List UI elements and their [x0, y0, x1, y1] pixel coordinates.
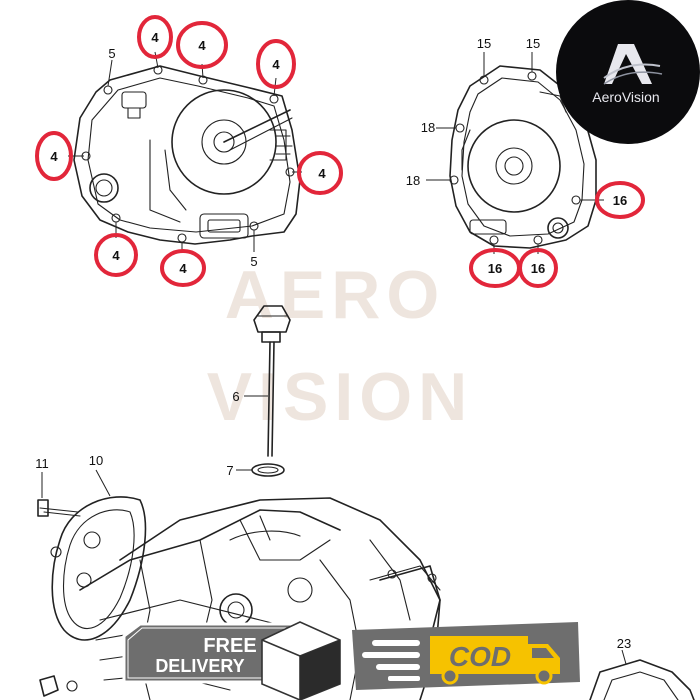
callout-label: 4 [179, 261, 187, 276]
part-number-10: 10 [89, 453, 103, 468]
free-delivery-badge: FREE DELIVERY [122, 621, 341, 700]
aerovision-logo-icon [603, 44, 663, 85]
callout-4-left: 4 [35, 131, 73, 181]
part-number-5-bottom: 5 [250, 254, 257, 269]
cod-badge: COD [352, 622, 580, 690]
callout-4-top-right: 4 [256, 39, 296, 89]
part-number-15-left: 15 [477, 36, 491, 51]
callout-label: 4 [198, 38, 206, 53]
callout-label: 4 [272, 57, 280, 72]
part-number-18-bottom: 18 [406, 173, 420, 188]
callout-16-bottom-left: 16 [469, 248, 521, 288]
watermark-line1: AERO [225, 257, 445, 333]
callout-label: 16 [613, 193, 627, 208]
callout-4-bottom-left: 4 [94, 233, 138, 277]
part-number-18-top: 18 [421, 120, 435, 135]
part-number-11: 11 [35, 456, 49, 471]
part-number-23: 23 [617, 636, 631, 651]
delivery-truck-icon [430, 636, 560, 685]
callout-4-top-left: 4 [137, 15, 173, 59]
callout-label: 4 [50, 149, 58, 164]
dipstick-drawing [236, 305, 291, 477]
cod-label: COD [449, 641, 511, 672]
watermark-line2: VISION [207, 359, 474, 435]
generator-cover-leaders [426, 52, 604, 254]
generator-cover-drawing [449, 65, 597, 249]
callout-label: 16 [531, 261, 545, 276]
callout-4-bottom-center: 4 [160, 249, 206, 287]
callout-label: 4 [151, 30, 159, 45]
logo-text: AeroVision [592, 89, 659, 105]
clutch-cover-drawing [73, 65, 301, 245]
part-number-7: 7 [226, 463, 233, 478]
part-number-15-right: 15 [526, 36, 540, 51]
speed-lines [362, 640, 420, 681]
watermark: AERO VISION [207, 257, 474, 435]
callout-16-bottom-right: 16 [518, 248, 558, 288]
package-box-icon [261, 621, 341, 700]
logo-background [556, 0, 700, 144]
callout-label: 16 [488, 261, 502, 276]
free-line1: FREE [203, 635, 256, 657]
callout-label: 4 [112, 248, 120, 263]
callout-16-right: 16 [595, 181, 645, 219]
free-line2: DELIVERY [155, 656, 244, 676]
part-number-5-top: 5 [108, 46, 115, 61]
callout-4-right: 4 [297, 151, 343, 195]
part-number-6: 6 [232, 389, 239, 404]
callout-label: 4 [318, 166, 326, 181]
callout-4-top-center: 4 [176, 21, 228, 69]
aerovision-logo: AeroVision [556, 0, 700, 144]
